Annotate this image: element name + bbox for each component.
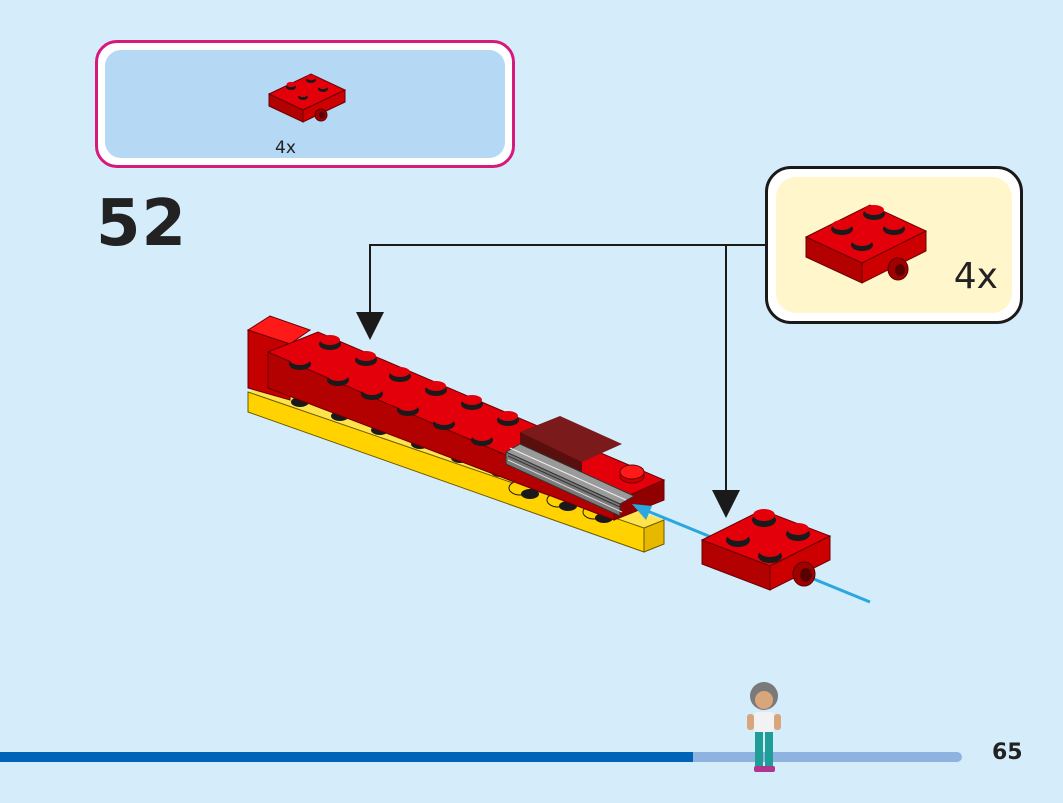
minifigure-icon: [747, 682, 781, 772]
progress-fill: [0, 752, 693, 762]
arrow-down-icon: [356, 312, 384, 340]
callout-quantity: 4x: [953, 256, 998, 297]
parts-list-inner: 4x: [105, 50, 505, 158]
red-brick-assembly: [246, 315, 666, 521]
progress-track: [0, 752, 962, 762]
guide-lines: [369, 244, 768, 490]
arrow-left-icon: [632, 504, 652, 520]
arrow-down-icon: [712, 490, 740, 518]
sub-assembly-callout: 4x: [765, 166, 1023, 324]
parts-list-box: 4x: [95, 40, 515, 168]
step-number: 52: [96, 187, 188, 261]
page-number: 65: [992, 740, 1023, 765]
red-plate-2x2-with-pin-hole-piece: [700, 509, 832, 591]
callout-inner: 4x: [776, 177, 1012, 313]
parts-list-quantity: 4x: [275, 138, 296, 158]
red-plate-2x2-with-pin-hole-icon: [267, 73, 347, 123]
grey-axle-bar: [504, 443, 636, 517]
red-plate-2x2-with-pin-hole-icon: [804, 204, 928, 284]
